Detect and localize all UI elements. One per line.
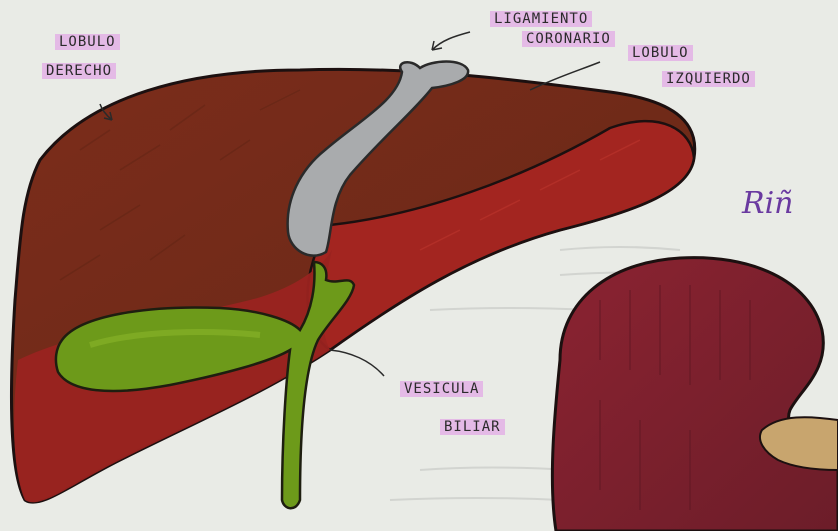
rinon-title: Riñ — [742, 186, 794, 221]
label-lobulo-izquierdo-text-1: LOBULO — [628, 45, 693, 61]
label-vesicula-text-2: BILIAR — [440, 419, 505, 435]
label-vesicula-2: BILIAR — [440, 418, 505, 436]
label-vesicula-1: VESICULA — [400, 380, 483, 398]
label-vesicula-text-1: VESICULA — [400, 381, 483, 397]
label-lobulo-izquierdo-1: LOBULO — [628, 44, 693, 62]
kidney — [552, 258, 838, 531]
label-ligamento-text-2: CORONARIO — [522, 31, 615, 47]
label-ligamento-2: CORONARIO — [522, 30, 615, 48]
label-lobulo-izquierdo-text-2: IZQUIERDO — [662, 71, 755, 87]
label-ligamento-text-1: LIGAMIENTO — [490, 11, 592, 27]
label-lobulo-derecho-1: LOBULO — [55, 33, 120, 51]
label-lobulo-derecho-2: DERECHO — [42, 62, 116, 80]
label-lobulo-derecho-text-2: DERECHO — [42, 63, 116, 79]
label-ligamento-1: LIGAMIENTO — [490, 10, 592, 28]
label-lobulo-derecho-text-1: LOBULO — [55, 34, 120, 50]
label-lobulo-izquierdo-2: IZQUIERDO — [662, 70, 755, 88]
